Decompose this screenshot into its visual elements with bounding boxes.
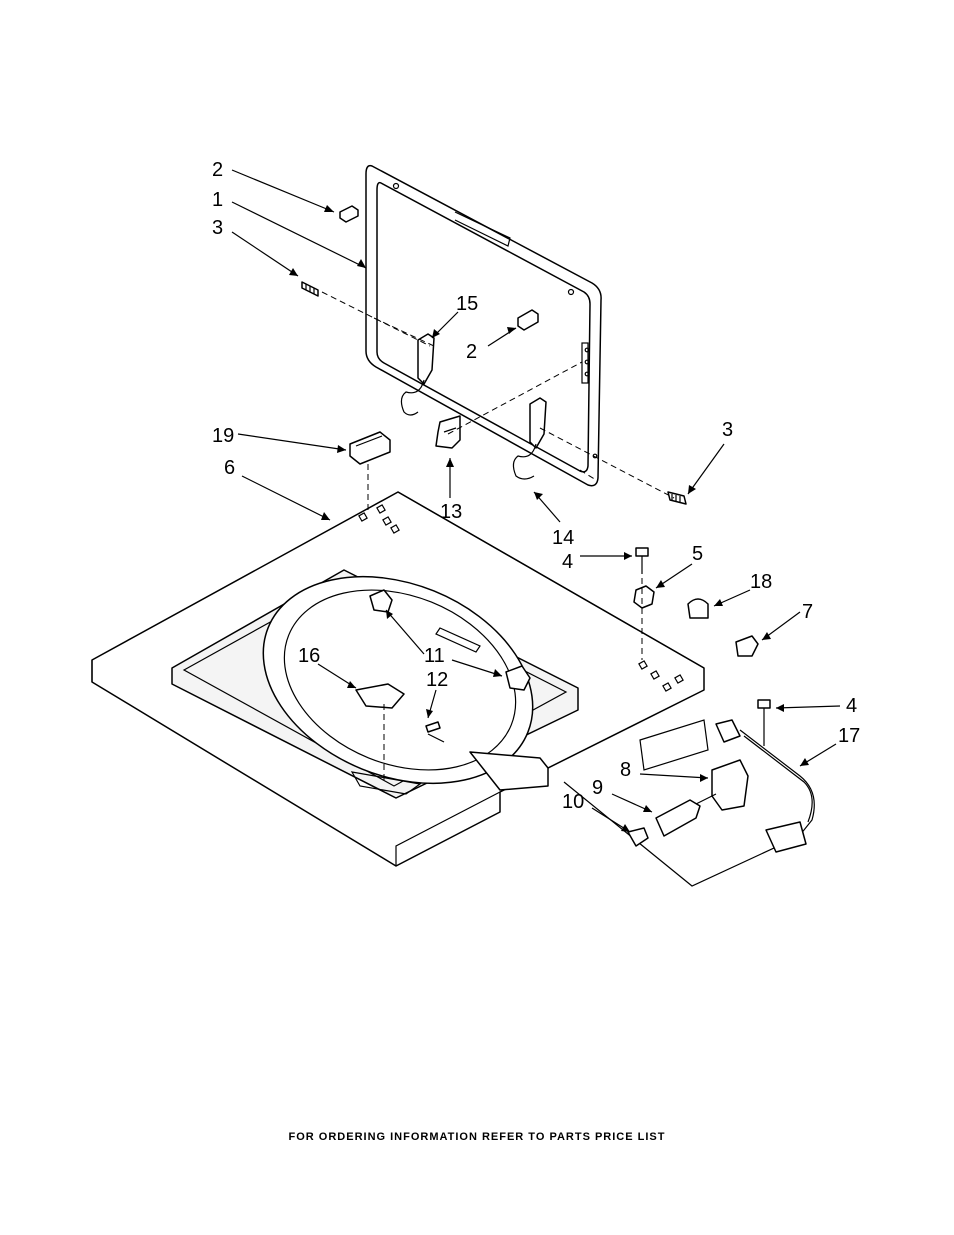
bracket-19 [349, 431, 391, 465]
hinge-right [512, 397, 547, 480]
screw-3-left [301, 281, 319, 297]
screw-2-mid [517, 309, 539, 331]
clip-18 [687, 598, 709, 619]
callout-10: 10 [562, 791, 584, 813]
callout-12: 12 [426, 669, 448, 691]
screw-4-right [757, 699, 771, 746]
arrowheads [289, 205, 809, 832]
lid-frame [365, 164, 602, 487]
lid-pad-16 [355, 683, 405, 709]
callout-4-top: 4 [562, 551, 573, 573]
callout-15: 15 [456, 293, 478, 315]
hinge-clip [435, 415, 461, 449]
callout-6: 6 [224, 457, 235, 479]
callout-13: 13 [440, 501, 462, 523]
callout-19: 19 [212, 425, 234, 447]
screw-12 [425, 721, 445, 743]
ordering-information-footer: FOR ORDERING INFORMATION REFER TO PARTS … [288, 1131, 666, 1143]
hinge-left [400, 333, 435, 416]
callout-2-top: 2 [212, 159, 223, 181]
callout-16: 16 [298, 645, 320, 667]
callout-8: 8 [620, 759, 631, 781]
callout-14: 14 [552, 527, 574, 549]
screw-3-right [667, 491, 687, 505]
actuator-9 [655, 793, 717, 837]
switch-8 [711, 759, 749, 811]
wire-harness-17 [715, 719, 815, 853]
callout-3-left: 3 [212, 217, 223, 239]
callout-2-mid: 2 [466, 341, 477, 363]
callout-3-right: 3 [722, 419, 733, 441]
callout-4-right: 4 [846, 695, 857, 717]
clip-7 [735, 635, 759, 657]
screw-4-top [635, 547, 649, 574]
callout-labels: 2 1 3 15 2 19 6 13 3 14 4 5 18 7 11 16 1… [212, 159, 860, 813]
callout-7: 7 [802, 601, 813, 623]
callout-11: 11 [424, 645, 445, 667]
screw-2-top [339, 205, 359, 223]
bumper-right [505, 665, 531, 691]
bumper-left [369, 589, 393, 613]
alignment-lines [321, 291, 675, 780]
callout-18: 18 [750, 571, 772, 593]
callout-5: 5 [692, 543, 703, 565]
callout-1: 1 [212, 189, 223, 211]
callout-17: 17 [838, 725, 860, 747]
top-panel [91, 491, 705, 867]
nut-5 [633, 585, 655, 609]
callout-9: 9 [592, 777, 603, 799]
bracket-10 [627, 827, 649, 847]
